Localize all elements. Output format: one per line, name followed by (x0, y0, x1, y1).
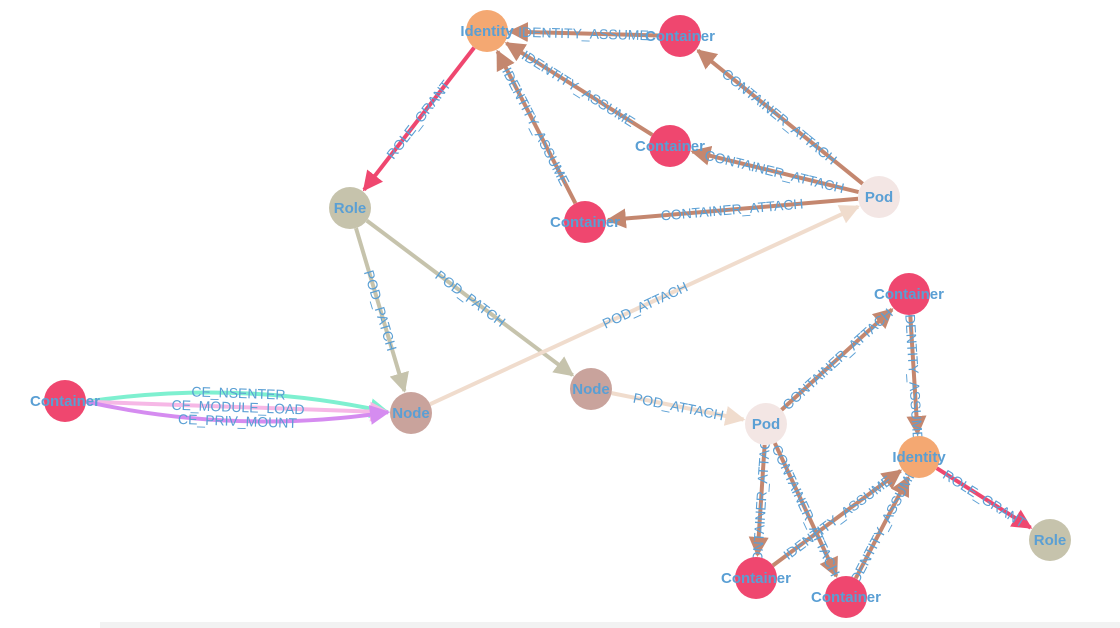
edge-pod-patch[interactable] (354, 227, 409, 393)
edges-layer (85, 22, 1033, 580)
edge-pod-attach[interactable] (611, 391, 746, 426)
node-circle[interactable] (858, 176, 900, 218)
edge-label: CE_NSENTER (191, 383, 286, 402)
node-label: Container (721, 570, 791, 587)
node-label: Node (572, 381, 610, 398)
edge-pod-patch[interactable] (365, 219, 575, 377)
node-pod[interactable]: Pod (745, 403, 787, 445)
edge-label: POD_ATTACH (600, 278, 690, 331)
edge-container-attach[interactable] (690, 146, 860, 194)
node-role[interactable]: Role (1029, 519, 1071, 561)
node-label: Container (550, 214, 620, 231)
node-circle[interactable] (329, 187, 371, 229)
edge-label: CONTAINER_ATTACH (660, 195, 804, 223)
node-label: Identity (892, 449, 946, 466)
edge-container-attach[interactable] (748, 444, 769, 558)
edge-identity-assume[interactable] (504, 41, 654, 137)
node-container[interactable]: Container (635, 125, 705, 167)
node-label: Role (334, 200, 367, 217)
node-label: Pod (865, 189, 893, 206)
node-label: Container (635, 138, 705, 155)
node-circle[interactable] (564, 201, 606, 243)
node-container[interactable]: Container (811, 576, 881, 618)
node-circle[interactable] (466, 10, 508, 52)
edge-role-grant[interactable] (935, 466, 1033, 530)
node-label: Container (30, 393, 100, 410)
node-pod[interactable]: Pod (858, 176, 900, 218)
edge-identity-assume[interactable] (507, 22, 660, 43)
edge-label: CONTAINER_ATTACH (719, 65, 840, 167)
edge-label: CE_MODULE_LOAD (171, 397, 305, 418)
node-role[interactable]: Role (329, 187, 371, 229)
edge-label: CONTAINER_ATTACH (779, 305, 896, 413)
edge-container-attach[interactable] (696, 48, 864, 186)
canvas-bottom-edge (100, 622, 1120, 628)
edge-identity-assume[interactable] (853, 475, 911, 580)
node-circle[interactable] (825, 576, 867, 618)
node-container[interactable]: Container (645, 15, 715, 57)
edge-label: IDENTITY_ASSUME (902, 310, 926, 441)
edge-label: POD_PATCH (361, 268, 400, 353)
edge-ce-module-load[interactable] (85, 399, 391, 422)
node-circle[interactable] (570, 368, 612, 410)
edge-label: IDENTITY_ASSUME (518, 24, 649, 43)
node-identity[interactable]: Identity (892, 436, 946, 478)
node-label: Pod (752, 416, 780, 433)
edge-ce-nsenter[interactable] (85, 390, 390, 419)
node-label: Container (811, 589, 881, 606)
edge-label: ROLE_GRANT (383, 77, 454, 162)
node-label: Container (874, 286, 944, 303)
edge-role-grant[interactable] (362, 46, 476, 192)
node-circle[interactable] (44, 380, 86, 422)
edge-label: CE_PRIV_MOUNT (178, 411, 298, 431)
node-circle[interactable] (390, 392, 432, 434)
node-container[interactable]: Container (874, 273, 944, 315)
edge-identity-assume[interactable] (495, 49, 578, 205)
edge-container-attach[interactable] (780, 307, 894, 412)
node-container[interactable]: Container (550, 201, 620, 243)
node-circle[interactable] (745, 403, 787, 445)
edge-identity-assume[interactable] (771, 469, 903, 568)
node-label: Container (645, 28, 715, 45)
edge-container-attach[interactable] (605, 196, 859, 229)
node-container[interactable]: Container (721, 557, 791, 599)
node-circle[interactable] (898, 436, 940, 478)
node-label: Role (1034, 532, 1067, 549)
node-container[interactable]: Container (30, 380, 100, 422)
node-circle[interactable] (649, 125, 691, 167)
edge-ce-priv-mount[interactable] (85, 399, 390, 425)
node-circle[interactable] (888, 273, 930, 315)
node-node[interactable]: Node (390, 392, 432, 434)
node-circle[interactable] (1029, 519, 1071, 561)
node-circle[interactable] (735, 557, 777, 599)
node-node[interactable]: Node (570, 368, 612, 410)
node-label: Node (392, 405, 430, 422)
node-identity[interactable]: Identity (460, 10, 514, 52)
edge-label: POD_ATTACH (632, 390, 725, 424)
edge-label: ROLE_GRANT (940, 466, 1029, 531)
edge-pod-attach[interactable] (429, 204, 860, 407)
edge-container-attach[interactable] (772, 442, 839, 578)
edge-identity-assume[interactable] (906, 314, 927, 437)
edge-label: POD_PATCH (432, 267, 508, 330)
node-circle[interactable] (659, 15, 701, 57)
node-label: Identity (460, 23, 514, 40)
